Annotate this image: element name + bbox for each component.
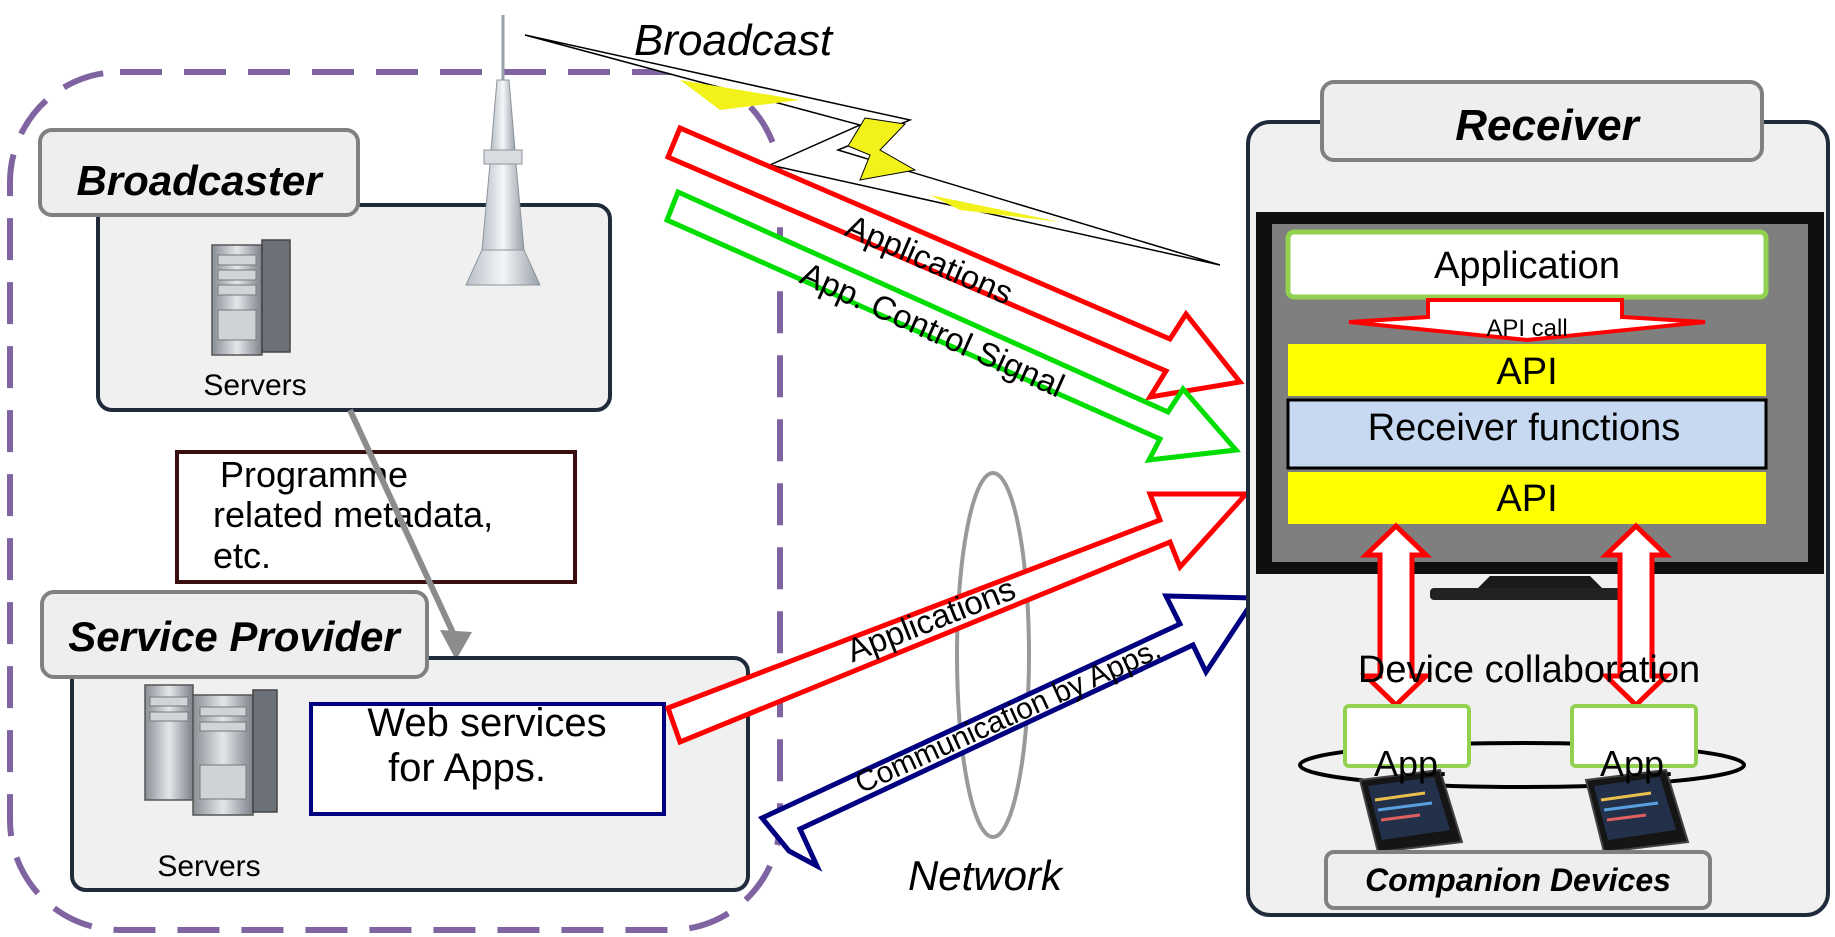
app-box-left bbox=[1343, 704, 1471, 768]
communication-by-apps-label: Communication by Apps. bbox=[850, 633, 1166, 801]
companion-devices-label-box bbox=[1324, 850, 1712, 910]
metadata-flow-arrow bbox=[347, 408, 472, 660]
app-control-signal-arrow: App. Control Signal bbox=[663, 188, 1241, 464]
receiver-functions-label: Receiver functions bbox=[1368, 407, 1681, 449]
service-provider-title-tab bbox=[40, 590, 429, 679]
device-collaboration-label: Device collaboration bbox=[1358, 649, 1700, 691]
broadcast-tower-icon bbox=[465, 15, 541, 286]
api-bottom-layer bbox=[1288, 472, 1766, 524]
receiver-title: Receiver bbox=[1455, 101, 1641, 150]
broadcaster-server-icon bbox=[211, 239, 291, 356]
receiver-functions-layer bbox=[1286, 398, 1768, 470]
service-provider-box: Service Provider Servers Web services fo… bbox=[40, 590, 750, 892]
api-top-layer bbox=[1288, 344, 1766, 396]
api-top-label: API bbox=[1496, 351, 1557, 393]
service-provider-servers-label: Servers bbox=[157, 850, 260, 883]
metadata-line2: related metadata, bbox=[213, 494, 493, 535]
tablet-icon-left bbox=[1358, 768, 1464, 854]
broadcaster-domain-boundary bbox=[7, 69, 783, 933]
api-call-label: API call bbox=[1486, 315, 1567, 342]
web-services-box bbox=[309, 702, 666, 816]
tablet-icon-right bbox=[1584, 768, 1690, 854]
metadata-box: Programme related metadata, etc. bbox=[175, 450, 577, 584]
network-label: Network bbox=[908, 852, 1064, 899]
broadcaster-servers-label: Servers bbox=[203, 369, 306, 402]
network-ellipse bbox=[955, 471, 1031, 839]
receiver-title-tab bbox=[1320, 80, 1764, 162]
app-box-right bbox=[1570, 704, 1698, 768]
api-call-arrow: API call bbox=[1348, 298, 1706, 343]
app-label-left: App. bbox=[1374, 743, 1448, 784]
metadata-line3: etc. bbox=[213, 535, 271, 576]
service-provider-title: Service Provider bbox=[68, 613, 402, 660]
web-services-line1: Web services bbox=[367, 701, 606, 745]
app-label-right: App. bbox=[1600, 743, 1674, 784]
broadcaster-title-tab bbox=[38, 128, 360, 217]
companion-ring bbox=[1298, 741, 1746, 789]
application-label: Application bbox=[1434, 245, 1620, 287]
broadcaster-title: Broadcaster bbox=[76, 157, 324, 204]
applications-network-label: Applications bbox=[841, 569, 1020, 669]
service-provider-server-icon bbox=[144, 684, 278, 816]
api-bottom-label: API bbox=[1496, 478, 1557, 520]
broadcast-label: Broadcast bbox=[634, 16, 834, 65]
web-services-line2: for Apps. bbox=[388, 746, 546, 790]
application-box bbox=[1285, 229, 1769, 300]
communication-by-apps-arrow: Communication by Apps. bbox=[758, 593, 1260, 872]
receiver-box: Receiver Application API call API Receiv… bbox=[1246, 80, 1830, 917]
broadcast-signal-lightning bbox=[524, 34, 1221, 266]
companion-devices-label: Companion Devices bbox=[1365, 862, 1671, 898]
